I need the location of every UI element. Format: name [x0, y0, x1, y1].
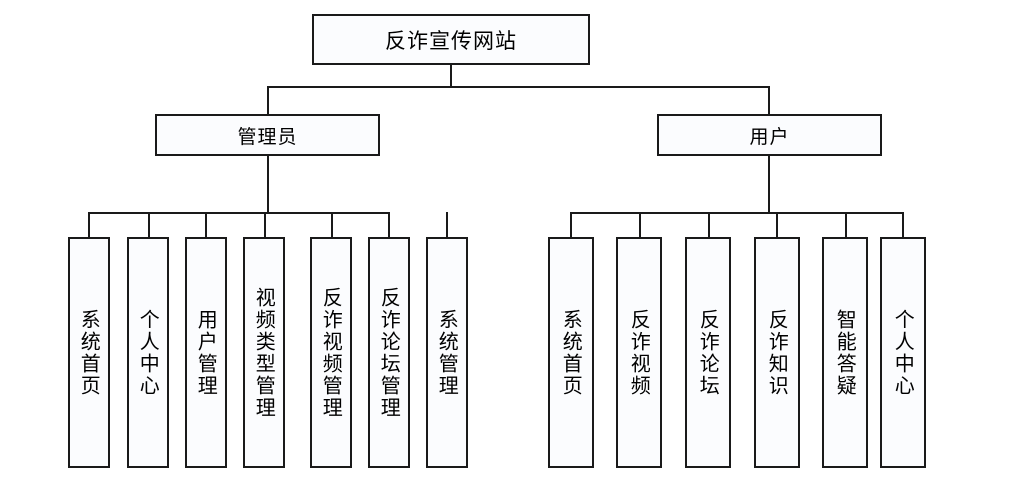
node-leaf-admin-3-label: 视频类型管理	[252, 286, 277, 419]
node-leaf-user-3[interactable]: 反诈知识	[754, 237, 800, 468]
node-leaf-admin-5[interactable]: 反诈论坛管理	[368, 237, 410, 468]
connector-branch-0-down	[267, 86, 269, 115]
connector-admin-leaf-4	[331, 212, 333, 237]
connector-user-leaf-1	[639, 212, 641, 237]
node-branch-admin-label: 管理员	[237, 125, 298, 148]
node-leaf-user-0[interactable]: 系统首页	[548, 237, 594, 468]
connector-admin-leaf-2	[205, 212, 207, 237]
connector-admin-leaf-0	[88, 212, 90, 237]
connector-root-down	[450, 65, 452, 86]
node-leaf-admin-0-label: 系统首页	[77, 308, 102, 397]
node-leaf-user-2-label: 反诈论坛	[696, 308, 721, 397]
node-branch-admin[interactable]: 管理员	[155, 114, 380, 156]
node-leaf-admin-6-label: 系统管理	[435, 308, 460, 397]
node-leaf-admin-5-label: 反诈论坛管理	[377, 286, 402, 419]
node-leaf-admin-6[interactable]: 系统管理	[426, 237, 468, 468]
connector-admin-leaf-6	[446, 212, 448, 237]
connector-admin-leaf-3	[264, 212, 266, 237]
node-root[interactable]: 反诈宣传网站	[312, 14, 590, 65]
node-leaf-user-4[interactable]: 智能答疑	[822, 237, 868, 468]
node-leaf-admin-4-label: 反诈视频管理	[319, 286, 344, 419]
connector-admin-leaf-1	[148, 212, 150, 237]
node-leaf-user-3-label: 反诈知识	[765, 308, 790, 397]
connector-admin-leaf-5	[388, 212, 390, 237]
node-branch-user[interactable]: 用户	[657, 114, 882, 156]
node-leaf-user-2[interactable]: 反诈论坛	[685, 237, 731, 468]
node-leaf-user-0-label: 系统首页	[559, 308, 584, 397]
node-leaf-admin-3[interactable]: 视频类型管理	[243, 237, 285, 468]
node-leaf-admin-2-label: 用户管理	[194, 308, 219, 397]
connector-user-leaf-5	[902, 212, 904, 237]
connector-user-leaf-0	[570, 212, 572, 237]
node-leaf-admin-4[interactable]: 反诈视频管理	[310, 237, 352, 468]
node-leaf-user-4-label: 智能答疑	[833, 308, 858, 397]
node-leaf-admin-2[interactable]: 用户管理	[185, 237, 227, 468]
node-leaf-admin-1[interactable]: 个人中心	[127, 237, 169, 468]
connector-user-down	[768, 156, 770, 212]
node-leaf-user-1[interactable]: 反诈视频	[616, 237, 662, 468]
connector-user-leaf-bus	[570, 212, 904, 214]
connector-user-leaf-4	[845, 212, 847, 237]
node-leaf-admin-0[interactable]: 系统首页	[68, 237, 110, 468]
connector-admin-down	[267, 156, 269, 212]
connector-level2-bus	[267, 86, 770, 88]
node-leaf-user-5[interactable]: 个人中心	[880, 237, 926, 468]
connector-branch-1-down	[768, 86, 770, 115]
node-branch-user-label: 用户	[749, 125, 790, 148]
node-leaf-user-1-label: 反诈视频	[627, 308, 652, 397]
node-leaf-user-5-label: 个人中心	[891, 308, 916, 397]
connector-admin-leaf-bus	[88, 212, 390, 214]
node-root-label: 反诈宣传网站	[385, 28, 517, 53]
connector-user-leaf-2	[708, 212, 710, 237]
node-leaf-admin-1-label: 个人中心	[136, 308, 161, 397]
connector-user-leaf-3	[776, 212, 778, 237]
